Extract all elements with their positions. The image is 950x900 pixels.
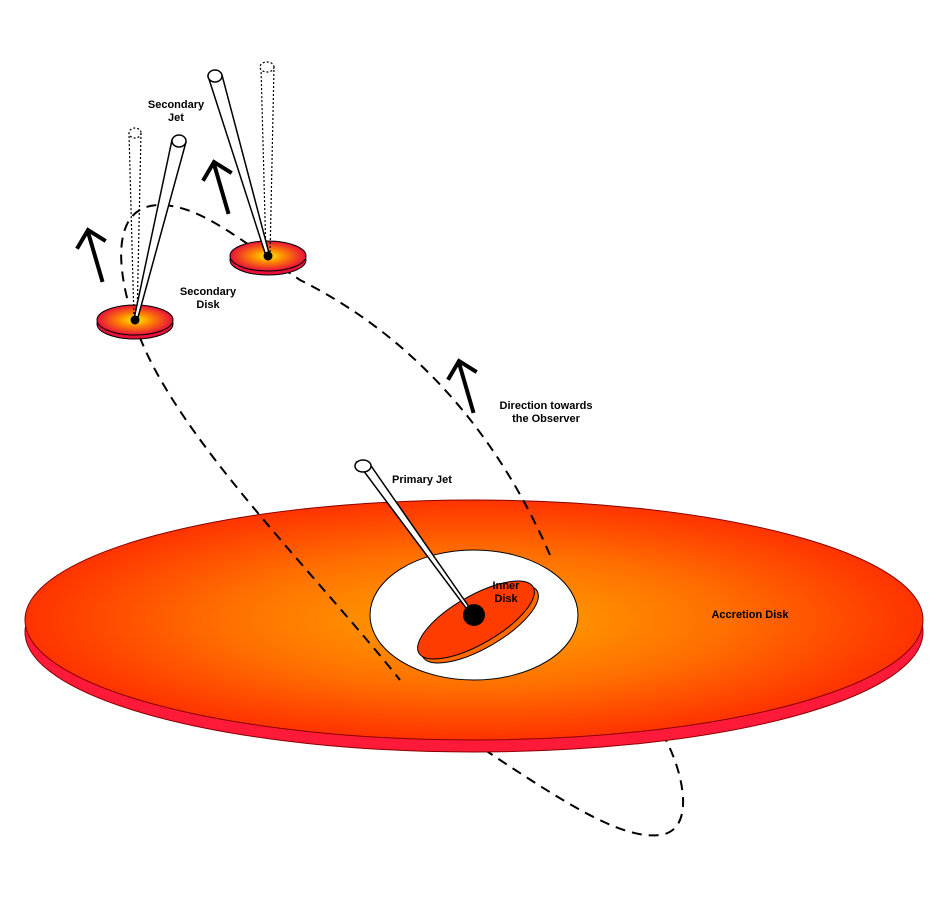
label-secondary-jet-1: Secondary	[148, 99, 205, 111]
label-direction-1: Direction towards	[500, 400, 593, 412]
label-direction-2: the Observer	[512, 413, 581, 425]
secondary-core-right	[263, 251, 273, 261]
label-secondary-disk-2: Disk	[196, 299, 220, 311]
secondary-jet-left-solid	[133, 134, 187, 323]
label-primary-jet: Primary Jet	[392, 474, 452, 486]
arrow-direction-observer	[446, 358, 478, 414]
label-accretion-disk: Accretion Disk	[711, 609, 789, 621]
arrow-up-middle	[201, 159, 233, 215]
orbit-path-upper	[120, 203, 551, 681]
label-secondary-disk-1: Secondary	[180, 286, 237, 298]
label-inner-disk-2: Disk	[494, 593, 518, 605]
orbit-path-lower	[469, 729, 684, 837]
secondary-core-left	[130, 315, 140, 325]
central-black-hole	[463, 604, 485, 626]
arrow-up-left	[75, 227, 107, 283]
label-secondary-jet-2: Jet	[168, 112, 184, 124]
secondary-jet-right-dotted	[259, 61, 275, 257]
label-inner-disk-1: Inner	[493, 580, 521, 592]
secondary-jet-left-dotted	[128, 127, 142, 321]
